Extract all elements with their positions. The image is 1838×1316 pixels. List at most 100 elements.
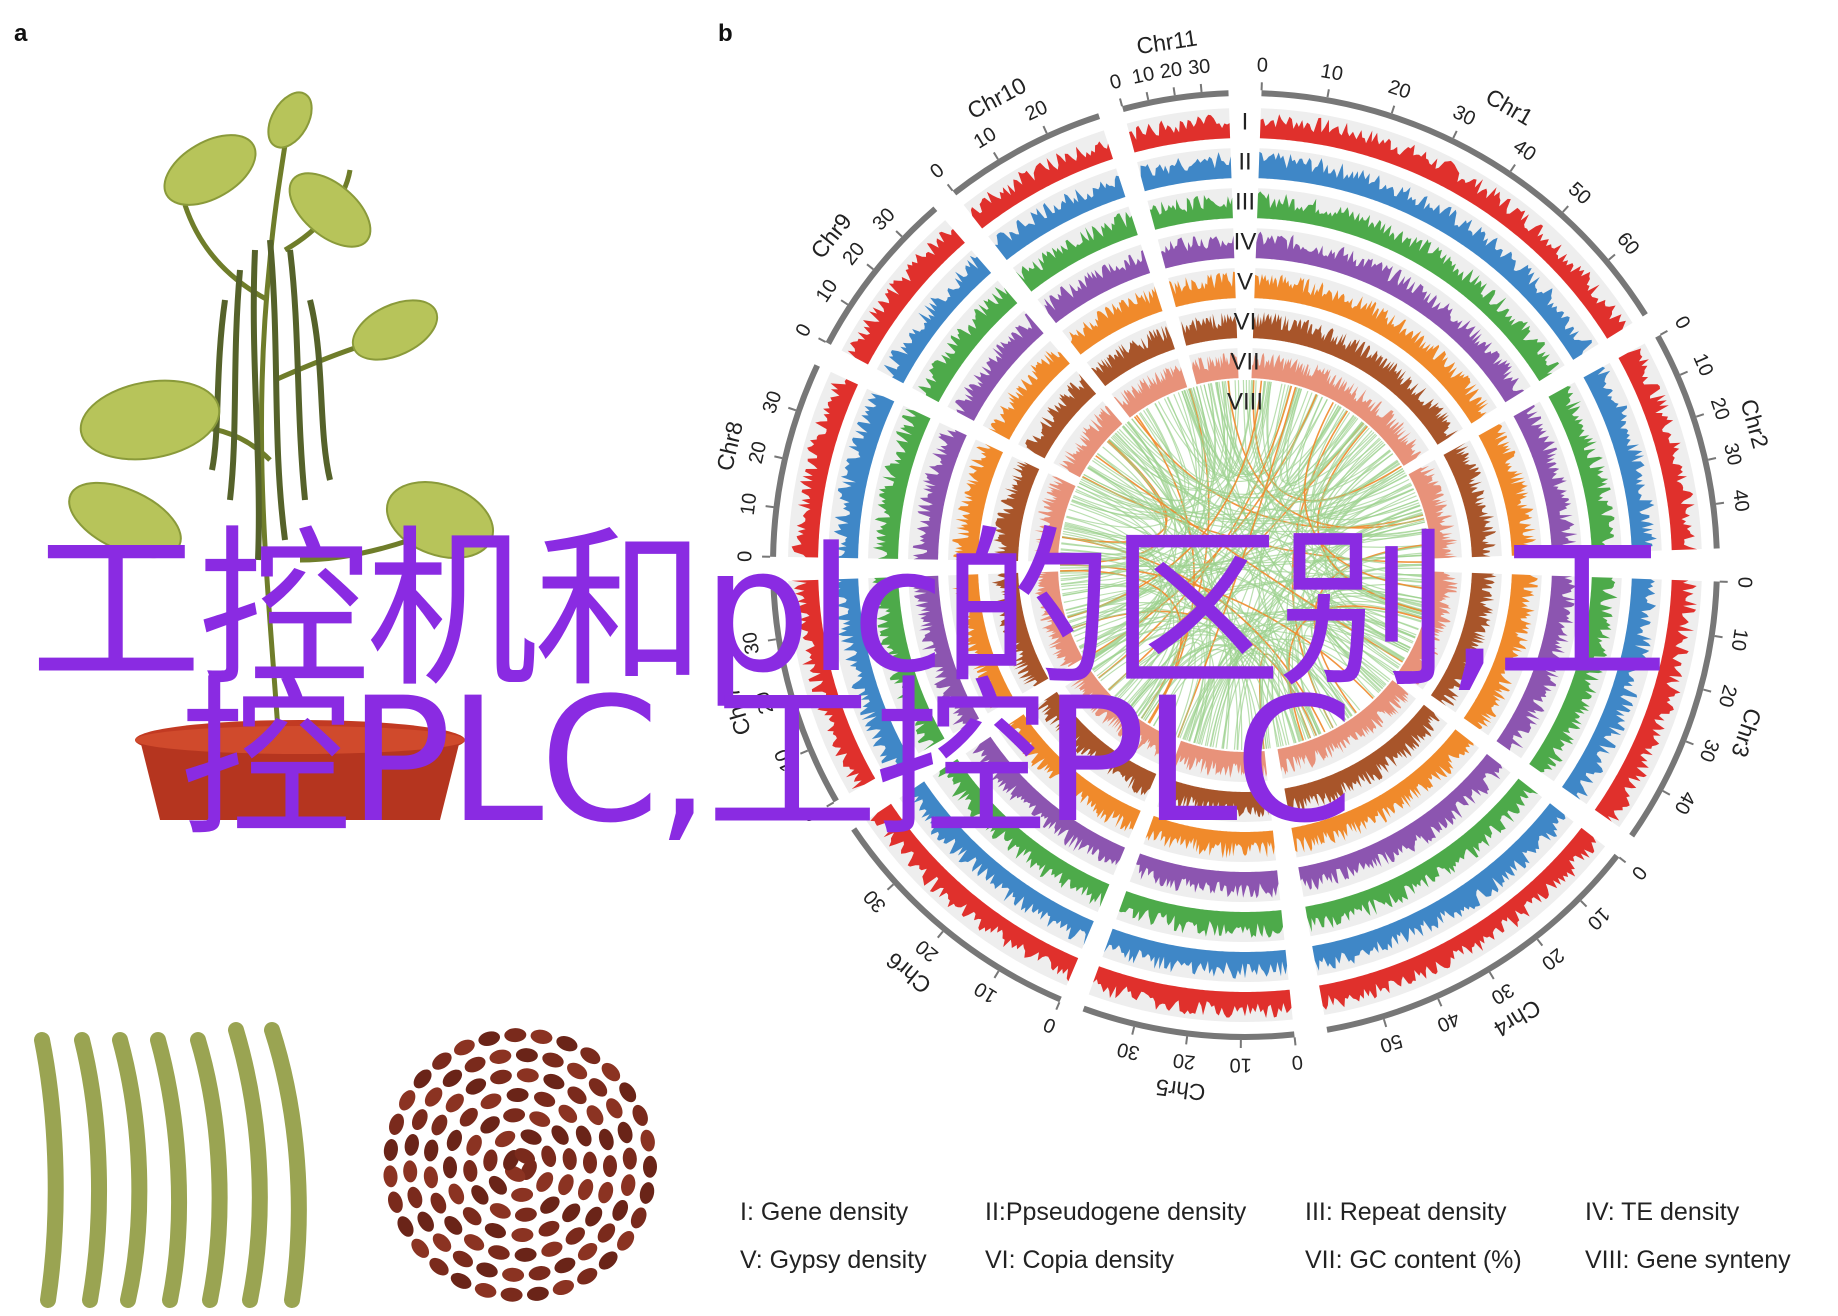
tick-label: 30 bbox=[1695, 736, 1724, 765]
density-track-iii bbox=[938, 759, 1110, 908]
tick-label: 0 bbox=[1107, 70, 1123, 94]
synteny-link bbox=[1173, 388, 1215, 479]
red-bean bbox=[582, 1151, 598, 1174]
red-bean bbox=[529, 1111, 551, 1127]
density-track-v bbox=[952, 574, 1014, 709]
synteny-link bbox=[1096, 408, 1187, 677]
tick-label: 0 bbox=[1291, 1050, 1304, 1073]
density-track-ii bbox=[883, 255, 992, 384]
red-bean bbox=[526, 1286, 549, 1301]
tick-mark bbox=[1679, 370, 1689, 376]
synteny-link bbox=[1088, 380, 1253, 501]
red-bean bbox=[423, 1166, 438, 1189]
synteny-link bbox=[1097, 452, 1411, 649]
red-bean bbox=[511, 1227, 534, 1243]
synteny-link bbox=[1062, 521, 1155, 595]
density-track-v bbox=[1463, 574, 1538, 730]
red-bean bbox=[431, 1114, 448, 1136]
density-track-iv bbox=[1255, 231, 1525, 403]
tick-mark bbox=[1042, 125, 1048, 134]
synteny-link bbox=[1079, 620, 1310, 739]
tick-mark bbox=[993, 970, 1000, 979]
density-track-iii bbox=[1529, 577, 1618, 773]
red-bean bbox=[530, 1029, 553, 1044]
tick-label: 20 bbox=[1159, 58, 1184, 83]
synteny-link bbox=[1334, 513, 1427, 600]
tick-mark bbox=[780, 694, 789, 700]
tick-label: 30 bbox=[1115, 1038, 1142, 1065]
synteny-link bbox=[1112, 435, 1256, 750]
density-track-iii bbox=[872, 408, 931, 559]
red-bean bbox=[478, 1031, 501, 1046]
tick-mark bbox=[1618, 856, 1627, 864]
synteny-link bbox=[1078, 421, 1363, 648]
red-bean bbox=[632, 1104, 648, 1126]
red-bean bbox=[411, 1238, 430, 1258]
tick-label: 30 bbox=[868, 204, 899, 235]
synteny-link bbox=[1114, 433, 1429, 548]
density-track-v bbox=[1145, 815, 1275, 859]
synteny-link bbox=[1166, 381, 1269, 478]
synteny-link bbox=[1096, 453, 1177, 700]
synteny-link bbox=[1227, 380, 1425, 529]
red-bean bbox=[543, 1073, 565, 1090]
red-bean bbox=[562, 1148, 577, 1171]
synteny-link bbox=[1124, 642, 1203, 738]
synteny-link bbox=[1107, 422, 1365, 691]
synteny-link bbox=[1311, 421, 1401, 666]
red-bean bbox=[541, 1145, 557, 1168]
tick-label: 20 bbox=[1385, 76, 1413, 104]
track-label-iii: III bbox=[1235, 188, 1255, 215]
overlay-title-line-2: 控PLC,工控PLC bbox=[180, 660, 1354, 861]
red-bean bbox=[445, 1093, 464, 1113]
synteny-link bbox=[1063, 489, 1159, 541]
track-label-viii: VIII bbox=[1227, 388, 1263, 415]
ideogram-arc bbox=[952, 113, 1101, 196]
red-bean bbox=[424, 1139, 439, 1162]
synteny-link bbox=[1067, 394, 1319, 618]
red-bean bbox=[520, 1129, 542, 1145]
synteny-link bbox=[1329, 589, 1427, 659]
tick-mark bbox=[946, 183, 954, 192]
tick-mark bbox=[1509, 164, 1516, 172]
synteny-link bbox=[1260, 453, 1394, 750]
red-bean bbox=[567, 1062, 588, 1080]
tick-label: 20 bbox=[838, 238, 869, 269]
red-bean bbox=[424, 1087, 443, 1107]
tick-label: 10 bbox=[970, 123, 1000, 153]
red-bean bbox=[483, 1149, 498, 1172]
tick-mark bbox=[1536, 938, 1544, 947]
synteny-link bbox=[1188, 491, 1416, 742]
synteny-link bbox=[1087, 467, 1284, 747]
plant-illustration bbox=[34, 91, 658, 1308]
red-bean-spiral bbox=[383, 1028, 658, 1302]
tick-mark bbox=[1662, 790, 1671, 796]
overlay-title-line-1: 工控机和plc的区别,工 bbox=[30, 510, 1668, 711]
track-label-vi: VI bbox=[1234, 308, 1257, 335]
red-bean bbox=[536, 1172, 554, 1192]
synteny-link bbox=[1183, 381, 1227, 477]
synteny-link bbox=[1303, 402, 1429, 590]
flower-pot bbox=[135, 720, 465, 820]
density-track-v bbox=[952, 443, 1003, 561]
synteny-link bbox=[1311, 603, 1423, 717]
red-bean bbox=[471, 1185, 489, 1205]
track-label-v: V bbox=[1237, 268, 1253, 295]
density-track-iii bbox=[1149, 195, 1233, 230]
tick-mark bbox=[1608, 253, 1616, 261]
density-track-i bbox=[1259, 114, 1626, 339]
synteny-link bbox=[1152, 416, 1357, 727]
red-bean bbox=[383, 1139, 398, 1161]
tick-label: 0 bbox=[1256, 54, 1268, 76]
tick-mark bbox=[1119, 98, 1124, 107]
tick-mark bbox=[992, 151, 999, 160]
density-track-iv bbox=[1298, 754, 1503, 890]
red-bean bbox=[464, 1056, 486, 1073]
red-bean bbox=[602, 1155, 618, 1178]
tick-label: 20 bbox=[745, 439, 771, 466]
red-bean bbox=[463, 1159, 478, 1182]
synteny-link bbox=[1218, 381, 1427, 536]
density-track-v bbox=[988, 350, 1070, 440]
red-bean bbox=[488, 1175, 507, 1195]
ideogram-arc bbox=[770, 581, 839, 803]
